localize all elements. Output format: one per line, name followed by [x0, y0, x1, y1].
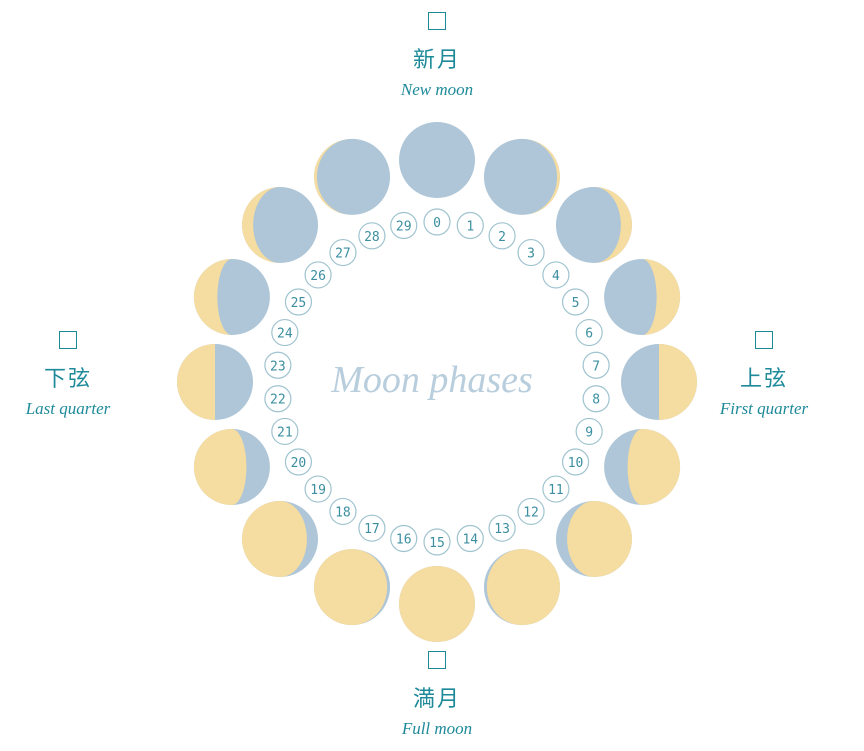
label-full-moon: 満月 Full moon: [337, 651, 537, 739]
day-number: 4: [552, 269, 560, 284]
day-marker: 2: [489, 223, 515, 249]
day-number: 14: [462, 533, 478, 548]
moon-phase-11: [194, 429, 270, 505]
day-marker: 15: [424, 529, 450, 555]
day-marker: 27: [330, 240, 356, 266]
day-marker: 6: [576, 320, 602, 346]
day-marker: 9: [576, 418, 602, 444]
moon-phase-0: [399, 122, 475, 198]
day-marker: 12: [518, 498, 544, 524]
moon-phase-15: [314, 139, 390, 215]
day-number: 9: [585, 425, 593, 440]
day-marker: 28: [359, 223, 385, 249]
checkbox-icon: [428, 651, 446, 669]
label-first-quarter-jp: 上弦: [664, 361, 864, 393]
day-number: 3: [527, 247, 535, 262]
day-marker: 5: [563, 289, 589, 315]
day-marker: 21: [272, 418, 298, 444]
moon-phase-8: [399, 566, 475, 642]
day-marker: 14: [457, 526, 483, 552]
label-first-quarter-en: First quarter: [664, 399, 864, 419]
day-number: 19: [310, 483, 326, 498]
day-number: 10: [568, 456, 584, 471]
moon-phase-14: [242, 187, 318, 263]
day-marker: 19: [305, 476, 331, 502]
moon-phase-3: [604, 259, 680, 335]
day-number: 20: [291, 456, 307, 471]
day-number: 18: [335, 505, 351, 520]
day-marker: 20: [285, 449, 311, 475]
label-last-quarter: 下弦 Last quarter: [0, 331, 168, 419]
checkbox-icon: [755, 331, 773, 349]
day-marker: 0: [424, 209, 450, 235]
label-last-quarter-en: Last quarter: [0, 399, 168, 419]
day-marker: 10: [563, 449, 589, 475]
label-last-quarter-jp: 下弦: [0, 361, 168, 393]
moon-phase-1: [484, 139, 560, 215]
day-marker: 25: [285, 289, 311, 315]
day-number: 25: [291, 296, 307, 311]
day-marker: 11: [543, 476, 569, 502]
day-number: 1: [466, 220, 474, 235]
diagram-title: Moon phases: [232, 358, 632, 402]
label-first-quarter: 上弦 First quarter: [664, 331, 864, 419]
moon-phase-7: [484, 549, 560, 625]
label-full-moon-en: Full moon: [337, 719, 537, 739]
label-new-moon-en: New moon: [337, 80, 537, 100]
day-number: 5: [572, 296, 580, 311]
label-new-moon: 新月 New moon: [337, 12, 537, 100]
moon-phase-13: [194, 259, 270, 335]
checkbox-icon: [59, 331, 77, 349]
day-number: 15: [429, 536, 445, 551]
day-number: 2: [498, 230, 506, 245]
day-marker: 1: [457, 213, 483, 239]
label-full-moon-jp: 満月: [337, 681, 537, 713]
day-number: 16: [396, 533, 412, 548]
day-number: 24: [277, 327, 293, 342]
day-marker: 13: [489, 515, 515, 541]
moon-phase-9: [314, 549, 390, 625]
day-number: 11: [548, 483, 564, 498]
label-new-moon-jp: 新月: [337, 42, 537, 74]
day-marker: 18: [330, 498, 356, 524]
day-marker: 4: [543, 262, 569, 288]
day-marker: 24: [272, 320, 298, 346]
day-number: 12: [523, 505, 539, 520]
day-number: 27: [335, 247, 351, 262]
day-marker: 3: [518, 240, 544, 266]
day-number: 13: [494, 522, 510, 537]
day-number: 0: [433, 216, 441, 231]
checkbox-icon: [428, 12, 446, 30]
day-number: 21: [277, 425, 293, 440]
moon-phase-5: [604, 429, 680, 505]
moon-phase-2: [556, 187, 632, 263]
day-number: 28: [364, 230, 380, 245]
day-marker: 16: [391, 526, 417, 552]
day-number: 29: [396, 220, 412, 235]
moon-phase-6: [556, 501, 632, 577]
day-marker: 26: [305, 262, 331, 288]
day-marker: 17: [359, 515, 385, 541]
day-marker: 29: [391, 213, 417, 239]
day-number: 26: [310, 269, 326, 284]
day-number: 17: [364, 522, 380, 537]
moon-phase-10: [242, 501, 318, 577]
day-number: 6: [585, 327, 593, 342]
